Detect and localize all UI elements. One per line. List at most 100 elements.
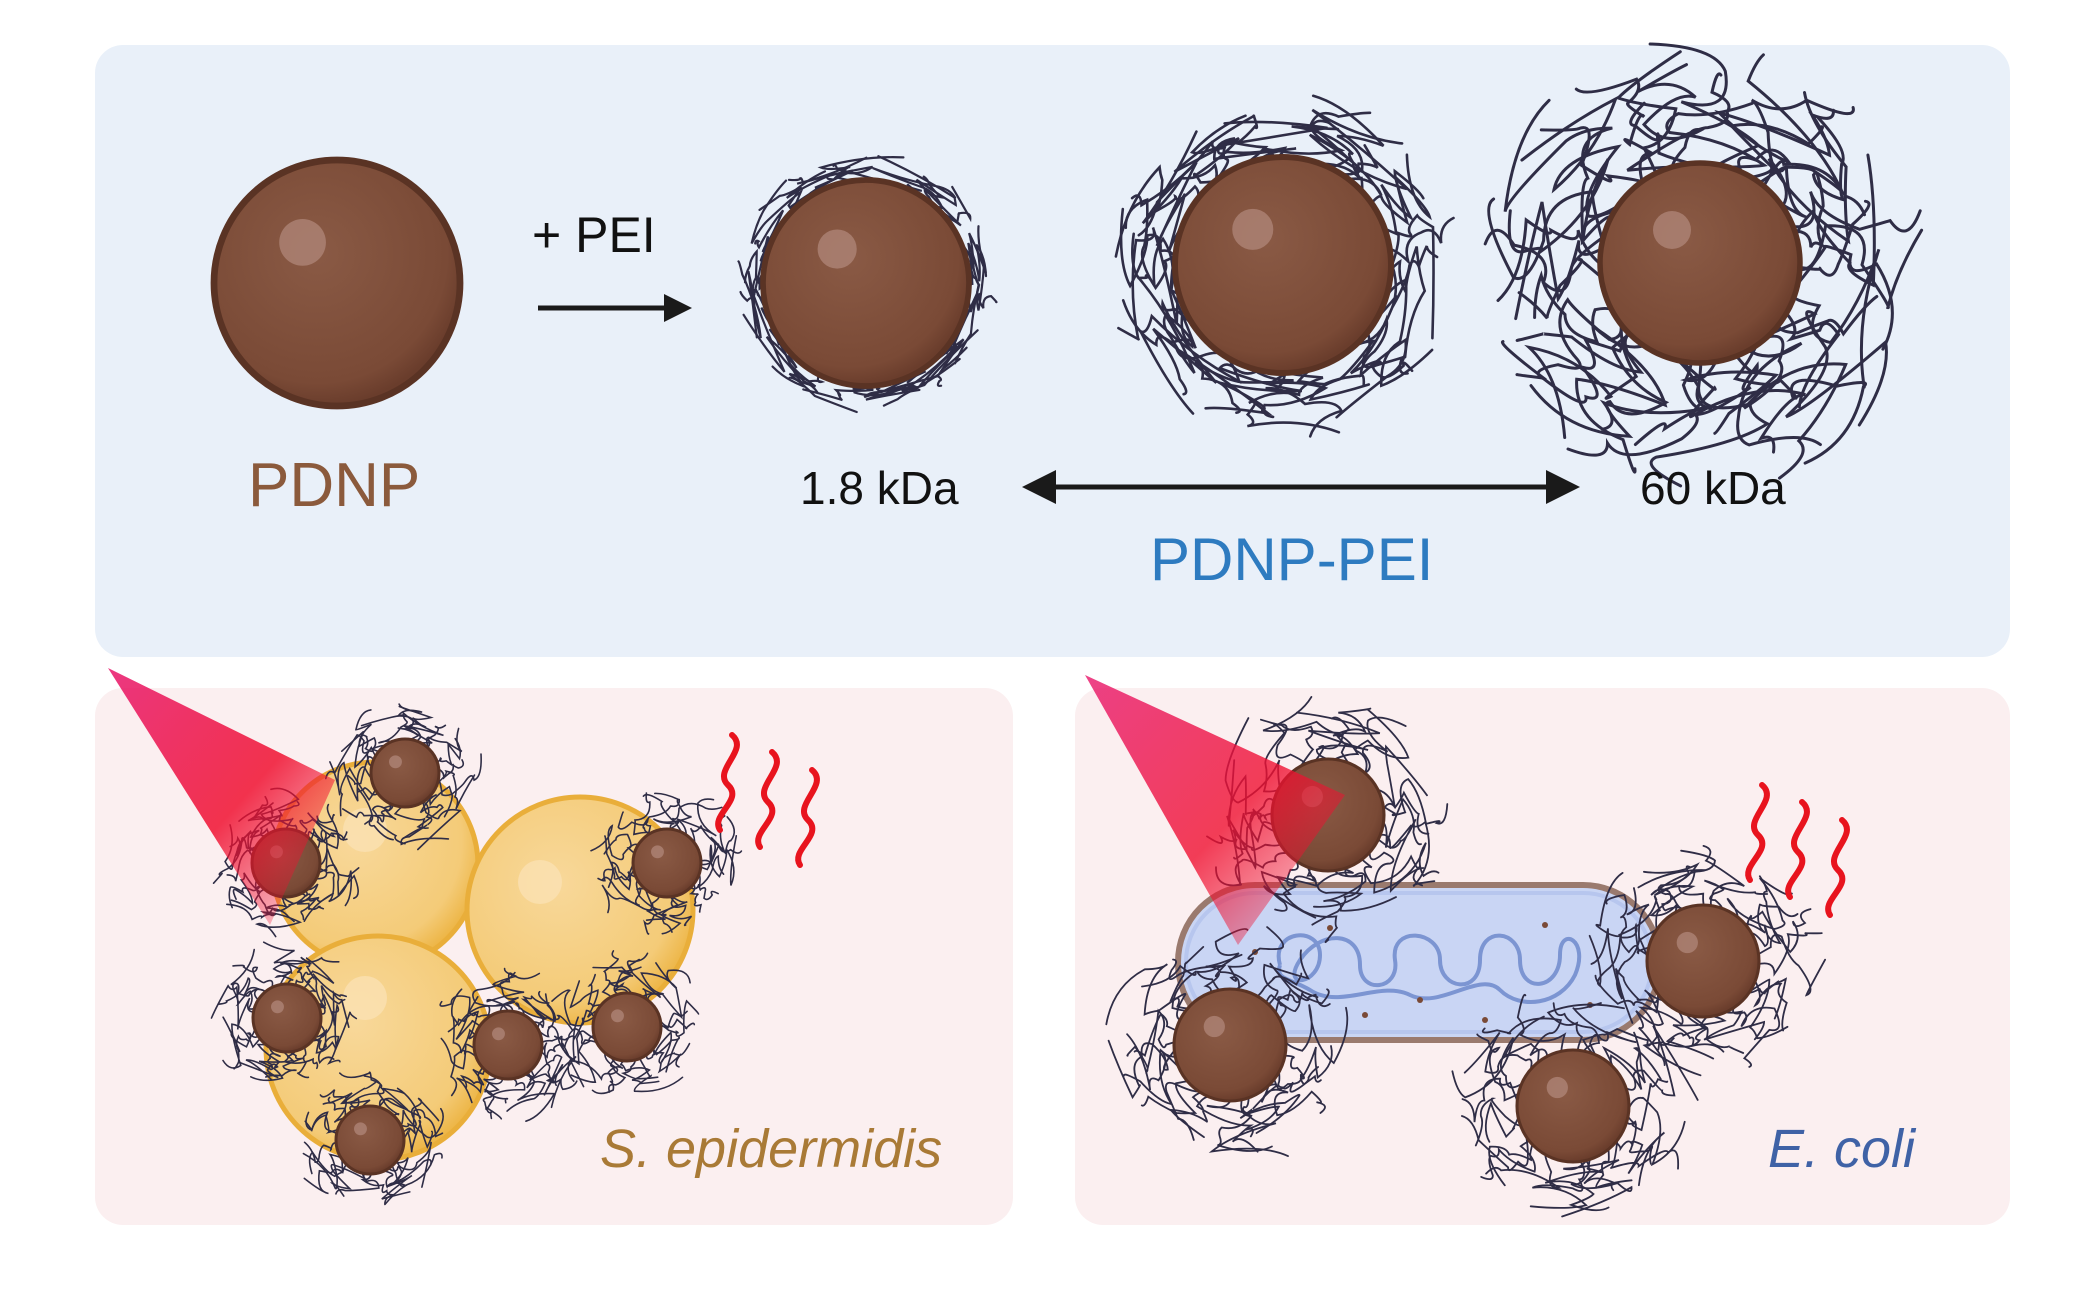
pei-chain (1572, 1002, 1637, 1059)
pei-chain (1678, 849, 1716, 909)
pei-chain (1625, 1096, 1686, 1167)
pei-halo-high (1483, 42, 1924, 488)
pei-halo-ecoli (1588, 845, 1826, 1077)
pei-chain (597, 865, 638, 891)
pei-chain (347, 755, 375, 786)
pei-chain (1520, 95, 1624, 218)
pdnp-pei-particle-staph (369, 737, 441, 809)
pei-chain (1756, 932, 1823, 977)
pdnp-particle (210, 156, 464, 410)
pei-chain (1524, 320, 1639, 439)
pei-chain (1789, 248, 1881, 389)
pei-chain (459, 1068, 490, 1089)
pei-chain (533, 993, 555, 1038)
pei-chain (1736, 341, 1822, 447)
reaction-arrow (538, 294, 692, 322)
pei-chain (1361, 716, 1407, 775)
pdnp-label: PDNP (248, 451, 421, 520)
pei-chain (382, 1087, 422, 1120)
pei-chain (551, 989, 599, 1027)
pei-chain (1373, 818, 1425, 893)
pei-chain (1635, 989, 1668, 1066)
pei-chain (608, 966, 642, 996)
pei-chain (635, 887, 666, 921)
pei-chain (768, 328, 817, 388)
pei-chain (1622, 1025, 1699, 1101)
pei-chain (1105, 963, 1187, 1026)
pei-chain (309, 1033, 337, 1054)
pdnp-pei-particle-staph (472, 1009, 544, 1081)
pei-chain (963, 242, 988, 286)
pei-chain (1774, 116, 1846, 218)
pei-chain (1137, 313, 1242, 415)
pei-chain (1793, 153, 1876, 288)
pei-chain (1216, 120, 1328, 161)
pei-chain (279, 959, 312, 988)
pei-chain (1358, 854, 1423, 887)
pei-chain (1552, 1002, 1600, 1054)
pei-chain (396, 1097, 440, 1128)
pei-chain (1245, 369, 1341, 434)
pei-chain (341, 730, 378, 769)
pei-chain (934, 185, 972, 225)
pei-chain (743, 248, 768, 291)
pei-chain (1217, 363, 1303, 412)
pei-chain (698, 842, 743, 864)
pdnp-pei-particle-ecoli (1172, 987, 1288, 1103)
pei-chain (1195, 1095, 1259, 1153)
pei-chain (400, 1108, 444, 1138)
pei-chain (1239, 1083, 1301, 1134)
pei-chains (210, 42, 1924, 1218)
pei-chain (359, 733, 389, 753)
pei-chain (1753, 977, 1788, 1032)
pei-chain (1609, 1135, 1680, 1170)
pei-chain (619, 1058, 660, 1085)
pei-chain (1476, 1033, 1525, 1102)
pei-chain (315, 829, 348, 853)
pei-chain (601, 950, 619, 1000)
pei-chain (592, 966, 634, 997)
pei-chain (570, 1039, 603, 1084)
pei-chain (1368, 842, 1440, 894)
pdnp-pei-label: PDNP-PEI (1150, 526, 1434, 593)
pei-chain (651, 892, 673, 933)
pei-chain (658, 999, 700, 1037)
pei-chain (1791, 169, 1866, 248)
pei-halo-ecoli (1451, 993, 1699, 1218)
pei-chain (1277, 988, 1331, 1022)
pdnp-pei-high-particle (1597, 160, 1803, 366)
pei-chain (1746, 53, 1845, 195)
pei-chain (1726, 877, 1793, 930)
pei-chain (1274, 988, 1330, 1028)
pdnp-pei-low-particle (760, 177, 972, 389)
pei-chain (339, 1071, 385, 1110)
pei-chain (537, 1016, 579, 1063)
pei-chain (1765, 310, 1888, 427)
pei-chain (1746, 908, 1812, 954)
pei-chain (1168, 958, 1227, 996)
pei-chain (237, 1043, 281, 1079)
pei-chain (591, 1053, 624, 1095)
pei-chain (1374, 744, 1428, 808)
pei-chain (1601, 1031, 1646, 1084)
pei-chain (1133, 1012, 1179, 1058)
pei-chain (245, 1043, 281, 1081)
pei-chain (1126, 1033, 1179, 1091)
pei-chain (1263, 949, 1310, 1007)
pei-chain (603, 833, 638, 855)
pei-chain (305, 1111, 342, 1134)
pei-chain (265, 1049, 305, 1078)
pei-chain (1377, 820, 1436, 888)
pei-chain (1356, 144, 1379, 197)
pei-chain (1742, 334, 1848, 480)
pei-chain (1313, 866, 1364, 908)
pei-chain (1331, 716, 1352, 767)
pei-chain (496, 972, 541, 1015)
pei-chain (1595, 872, 1661, 938)
pei-chain (302, 957, 335, 994)
pei-chain (1451, 1037, 1526, 1099)
pei-chain (1566, 357, 1717, 457)
pei-chain (1613, 1131, 1665, 1187)
pei-chain (210, 984, 257, 1030)
pei-chain (396, 1141, 432, 1188)
